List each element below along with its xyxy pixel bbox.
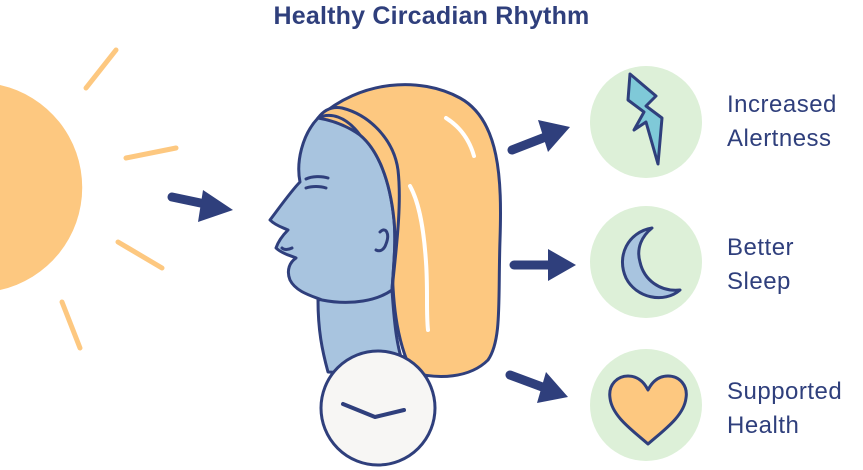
outcome-circle-alertness (590, 66, 702, 178)
outcome-label-line2: Alertness (727, 125, 832, 152)
outcome-circle-sleep (590, 206, 702, 318)
lightning-bolt-icon (626, 72, 664, 166)
arrow-to-alertness (507, 120, 570, 155)
outcome-label-line2: Health (727, 412, 800, 439)
heart-icon (608, 374, 688, 446)
outcome-circle-health (590, 349, 702, 461)
arrow-to-sleep (509, 249, 576, 281)
diagram-title: Healthy Circadian Rhythm (273, 2, 590, 30)
outcome-label-alertness: Increased Alertness (727, 88, 837, 156)
arrow-sun-to-head (167, 190, 233, 222)
outcome-label-line2: Sleep (727, 268, 791, 295)
outcome-label-health: Supported Health (727, 375, 842, 443)
clock-icon (319, 349, 437, 467)
outcome-label-line1: Better (727, 234, 795, 261)
hair-highlight (408, 116, 476, 332)
outcome-label-line1: Increased (727, 91, 837, 118)
outcome-label-sleep: Better Sleep (727, 231, 794, 299)
crescent-moon-icon (620, 226, 682, 300)
person-head-icon (268, 83, 503, 378)
arrow-to-health (505, 370, 568, 403)
sun-icon (0, 47, 179, 351)
outcome-label-line1: Supported (727, 378, 843, 405)
